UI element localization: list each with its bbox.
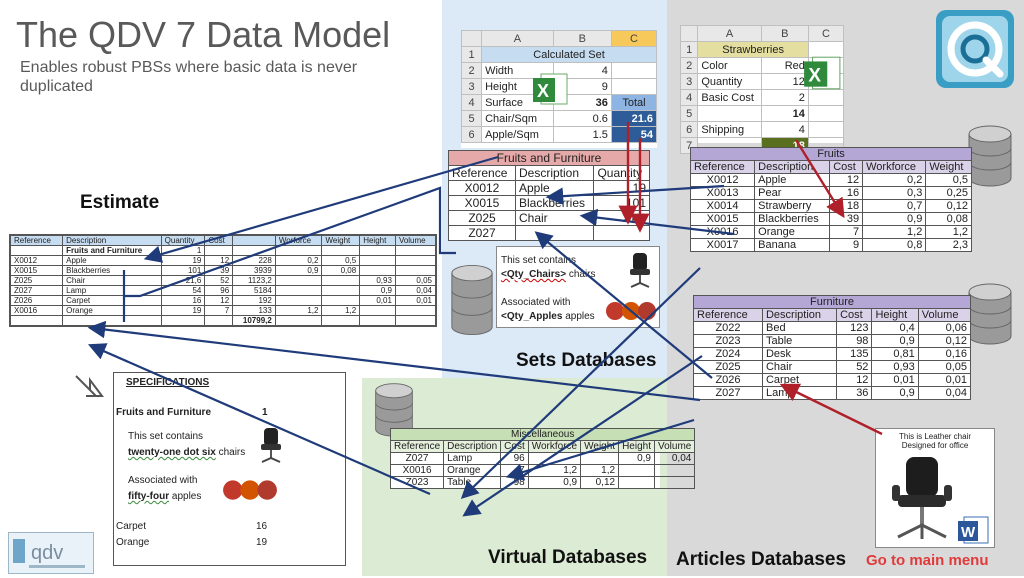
apples-icon bbox=[606, 302, 656, 320]
estimate-label: Estimate bbox=[80, 192, 160, 213]
excel-icon: X bbox=[804, 56, 841, 90]
virtual-databases-label: Virtual Databases bbox=[488, 547, 648, 568]
svg-text:X: X bbox=[808, 65, 821, 86]
specifications-document: SPECIFICATIONS Fruits and Furniture 1 Th… bbox=[113, 372, 346, 566]
svg-text:W: W bbox=[961, 524, 976, 541]
database-icon bbox=[451, 264, 493, 336]
page-title: The QDV 7 Data Model bbox=[16, 14, 391, 55]
page-subtitle: Enables robust PBSs where basic data is … bbox=[20, 59, 358, 95]
svg-text:X: X bbox=[537, 81, 549, 101]
sets-databases-label: Sets Databases bbox=[516, 350, 657, 371]
calculated-set-title: Calculated Set bbox=[481, 46, 657, 63]
specifications-heading: SPECIFICATIONS bbox=[126, 377, 210, 388]
qdv-app-icon[interactable] bbox=[934, 8, 1016, 90]
set-template-note: This set contains <Qty_Chairs> chairs As… bbox=[496, 246, 660, 328]
database-icon bbox=[968, 283, 1012, 345]
svg-text:qdv: qdv bbox=[31, 542, 63, 564]
qdv-logo: qdv bbox=[8, 532, 94, 574]
apples-icon bbox=[223, 480, 277, 500]
table-row[interactable]: Z027 bbox=[448, 225, 650, 241]
chair-description-card: This is Leather chair Designed for offic… bbox=[875, 428, 995, 548]
office-chair-icon bbox=[261, 428, 281, 463]
main-menu-link[interactable]: Go to main menu bbox=[866, 552, 989, 569]
database-icon bbox=[968, 125, 1012, 187]
office-chair-icon bbox=[630, 253, 650, 288]
set-title: Fruits and Furniture bbox=[448, 150, 650, 166]
fruits-and-furniture-table: Fruits and Furniture Reference Descripti… bbox=[448, 150, 650, 241]
office-chair-icon bbox=[892, 457, 952, 539]
arrow-down-right-icon bbox=[75, 375, 104, 397]
estimate-total: 10799,2 bbox=[232, 315, 276, 326]
excel-icon: X bbox=[533, 73, 568, 105]
articles-databases-label: Articles Databases bbox=[676, 549, 847, 570]
word-icon: W bbox=[958, 516, 989, 544]
